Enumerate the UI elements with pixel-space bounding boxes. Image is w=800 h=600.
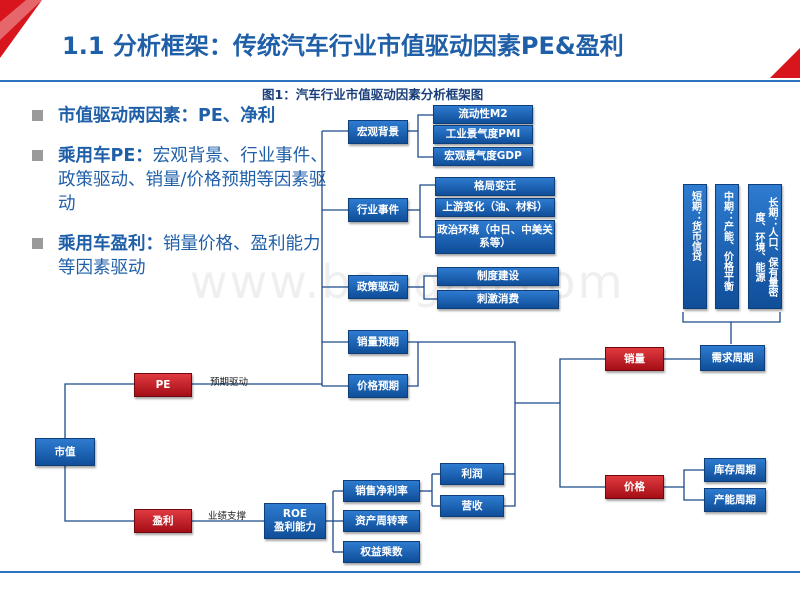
bullet-3-text: 销量价格、盈利能力等因素驱动	[58, 234, 321, 278]
capacity-cycle-box: 产能周期	[704, 488, 766, 512]
footer-divider	[0, 571, 800, 573]
title-decoration	[0, 0, 800, 78]
net-margin-box: 销售净利率	[343, 480, 420, 502]
industry-item-structure: 格局变迁	[435, 177, 555, 196]
sales-expectation-box: 销量预期	[348, 330, 408, 354]
macro-item-gdp: 宏观景气度GDP	[433, 147, 533, 166]
mid-term-box: 中期：产能、价格平衡	[715, 184, 739, 309]
price-expectation-box: 价格预期	[348, 374, 408, 398]
bullet-2: 乘用车PE：宏观背景、行业事件、政策驱动、销量/价格预期等因素驱动	[32, 144, 332, 216]
bullet-marker	[32, 238, 43, 249]
bullet-marker	[32, 110, 43, 121]
bullet-3-highlight: 乘用车盈利：	[58, 234, 163, 254]
page-title: 1.1 分析框架：传统汽车行业市值驱动因素PE&盈利	[62, 32, 624, 60]
policy-box: 政策驱动	[348, 275, 408, 299]
revenue-box: 营收	[440, 495, 504, 517]
market-cap-box: 市值	[35, 438, 95, 466]
industry-item-upstream: 上游变化（油、材料）	[435, 198, 555, 217]
pe-box: PE	[134, 373, 192, 397]
equity-multiplier-box: 权益乘数	[343, 541, 420, 563]
bullet-3: 乘用车盈利：销量价格、盈利能力等因素驱动	[32, 232, 332, 280]
title-divider	[0, 80, 800, 82]
macro-item-pmi: 工业景气度PMI	[433, 125, 533, 144]
macro-box: 宏观背景	[348, 120, 408, 144]
profit-item-box: 利润	[440, 463, 504, 485]
roe-box: ROE 盈利能力	[264, 503, 326, 539]
figure-caption: 图1：汽车行业市值驱动因素分析框架图	[262, 87, 484, 102]
profit-box: 盈利	[134, 509, 192, 533]
bullet-2-highlight: 乘用车PE：	[58, 146, 153, 166]
bullet-1: 市值驱动两因素：PE、净利	[32, 104, 332, 128]
price-box: 价格	[605, 475, 664, 499]
bullet-1-highlight: 市值驱动两因素：PE、净利	[58, 106, 276, 126]
expectation-label: 预期驱动	[210, 377, 249, 388]
performance-label: 业绩支撑	[208, 511, 247, 522]
bullet-2-text: 宏观背景、行业事件、政策驱动、销量/价格预期等因素驱动	[58, 146, 328, 214]
macro-item-m2: 流动性M2	[433, 105, 533, 124]
policy-item-stimulus: 刺激消费	[437, 290, 559, 309]
industry-item-politics: 政治环境（中日、中美关系等）	[435, 220, 555, 254]
demand-cycle-box: 需求周期	[700, 345, 765, 371]
short-term-box: 短期：货币信贷	[683, 184, 707, 309]
inventory-cycle-box: 库存周期	[704, 458, 766, 482]
long-term-box: 长期：人口、保有量密度、环境、能源	[748, 184, 782, 309]
asset-turnover-box: 资产周转率	[343, 510, 420, 532]
industry-box: 行业事件	[348, 198, 408, 222]
bullet-marker	[32, 150, 43, 161]
policy-item-system: 制度建设	[437, 267, 559, 286]
sales-box: 销量	[605, 347, 664, 371]
